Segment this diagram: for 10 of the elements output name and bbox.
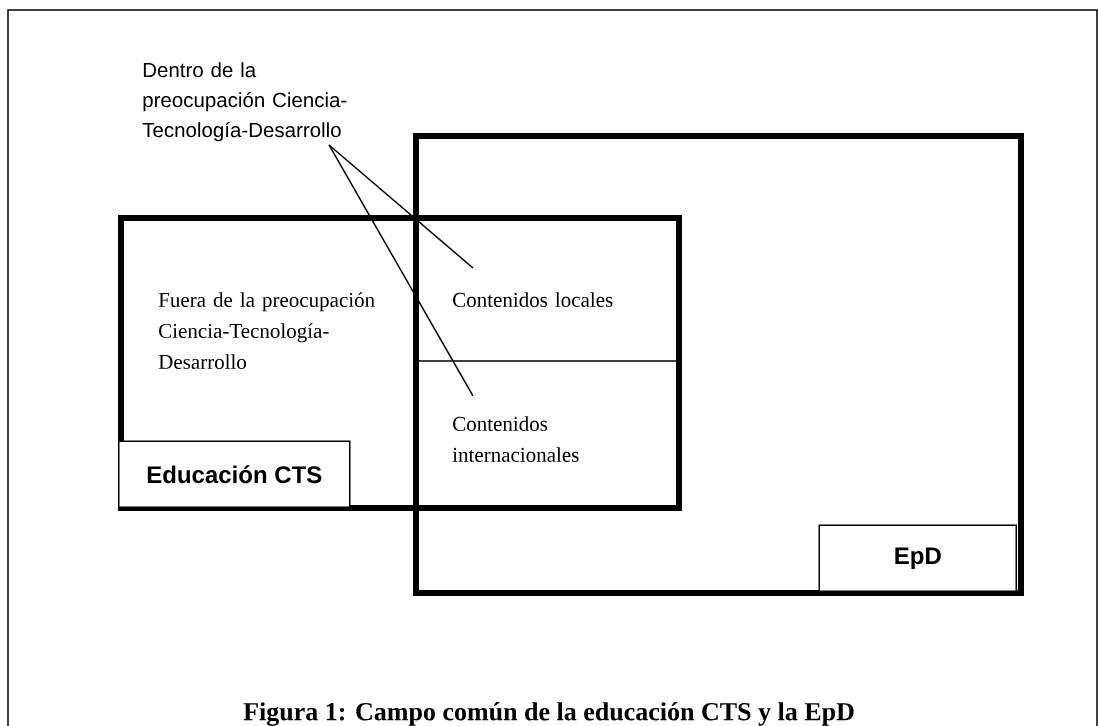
figure-caption: Figura 1: Campo común de la educación CTS y la EpD: [243, 702, 854, 726]
body-text: Fuera de la preocupación Ciencia-Tecnología-Desarrollo: [158, 292, 375, 369]
text-label: Contenidos internacionales: [452, 416, 579, 462]
leader-line: [328, 144, 474, 269]
text-label: Dentro de la preocupación Ciencia-Tecnología-Desarrollo: [142, 62, 347, 142]
label-box: Educación CTS: [118, 440, 351, 508]
text-label: Contenidos locales: [453, 292, 613, 307]
leader-line: [328, 144, 474, 397]
venn-box: [413, 133, 1024, 596]
label-box: EpD: [818, 524, 1017, 592]
